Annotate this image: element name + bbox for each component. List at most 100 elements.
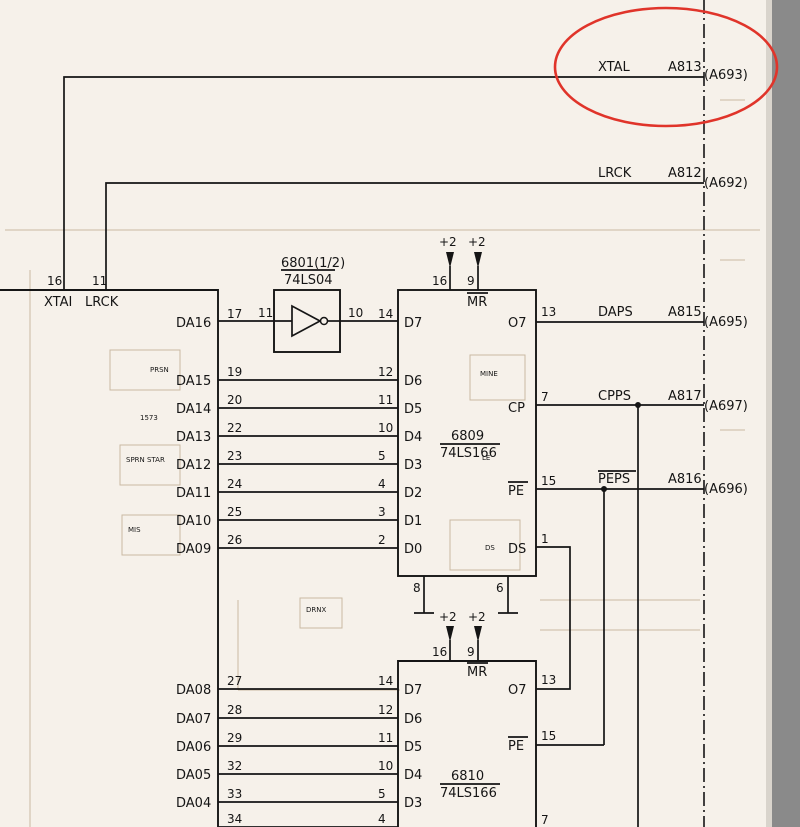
ic6810-input-label: D4 [404,768,422,783]
ic6809-power-9: +2 [468,235,486,249]
decoder-row-label: DA09 [176,542,211,557]
decoder-row-pin: 24 [227,477,242,491]
ic6809-input-label: D5 [404,402,422,417]
decoder-row-pin: 22 [227,421,242,435]
decoder-row-label: DA05 [176,768,211,783]
ic6809-pe: PE [508,484,524,499]
inverter-6801: 6801(1/2) 74LS04 11 10 [218,256,398,353]
ic6809-name: 6809 [451,429,484,444]
ic6810-input-pin: 11 [378,731,393,745]
ic6809-out-pin: 13 [541,305,556,319]
svg-text:DRNX: DRNX [306,606,326,614]
xtal-label: XTAL [598,60,631,75]
ic6809-input-pin: 4 [378,477,386,491]
svg-text:MIS: MIS [128,526,141,534]
lrck-net: LRCK A812 (A692) [105,166,748,290]
ic6809-input-pin: 12 [378,365,393,379]
ic6809-input-pin: 14 [378,307,393,321]
decoder-row-label: DA13 [176,430,211,445]
decoder-row-pin: 32 [227,759,242,773]
inverter-pin-out: 10 [348,306,363,320]
svg-text:MINE: MINE [480,370,498,378]
decoder-row-label: DA04 [176,796,211,811]
ic6809-ds-pin: 1 [541,532,549,546]
inverter-triangle [291,304,322,338]
a692-label: (A692) [704,176,748,191]
a816-label: A816 [668,472,702,487]
decoder-row-label: DA06 [176,740,211,755]
ic6809-input-label: D4 [404,430,422,445]
ic6810-input-pin: 5 [378,787,386,801]
decoder-row-pin: 19 [227,365,242,379]
page-edge-highlight [766,0,772,827]
ic6810-input-label: D7 [404,683,422,698]
decoder-row-label: DA14 [176,402,211,417]
ic6809-input-pin: 2 [378,533,386,547]
ic6809-input-label: D0 [404,542,422,557]
ic6809-input-pin: 10 [378,421,393,435]
page-edge-shadow [772,0,800,827]
xtal-pin-number: 16 [47,274,62,288]
ic6810-power-16: +2 [439,610,457,624]
ic6809-input-pin: 3 [378,505,386,519]
decoder-row-label: DA07 [176,712,211,727]
decoder-pin-rows: DA1617DA1519DA1420DA1322DA1223DA1124DA10… [176,307,242,826]
ic6810-input-pin: 4 [378,812,386,826]
ds-cascade-wire [536,546,571,690]
svg-text:1573: 1573 [140,414,158,422]
inverter-name: 6801(1/2) [281,256,345,271]
ic6809-pin9: 9 [467,274,475,288]
decoder-row-pin: 26 [227,533,242,547]
daps-label: DAPS [598,305,633,320]
inverter-part: 74LS04 [284,273,333,288]
ic6809-input-label: D2 [404,486,422,501]
ic6809-pin6: 6 [496,581,504,595]
ic6809-pin16: 16 [432,274,447,288]
highlight-circle [553,6,779,128]
inverter-pin-in: 11 [258,306,273,320]
ic6809-pe-pin: 15 [541,474,556,488]
decoder-row-pin: 20 [227,393,242,407]
a817-label: A817 [668,389,702,404]
ic6810-mr: MR [467,665,487,680]
ic6810-part: 74LS166 [440,786,497,801]
ic6809-cp-pin: 7 [541,390,549,404]
svg-text:SPRN STAR: SPRN STAR [126,456,165,464]
ic6809-input-label: D1 [404,514,422,529]
svg-text:DS: DS [485,544,495,552]
ic6809-ds: DS [508,542,526,557]
ic6810-input-label: D5 [404,740,422,755]
ic6810-pe-pin: 15 [541,729,556,743]
svg-text:PRSN: PRSN [150,366,169,374]
cpps-net: CPPS A817 (A697) [536,389,748,827]
ic6809-cp: CP [508,401,525,416]
ic6810-out-pin: 13 [541,673,556,687]
ic6809-input-label: D3 [404,458,422,473]
xtal-net: XTAL A813 (A693) [63,60,748,290]
ic6809-o7: O7 [508,316,527,331]
decoder-row-pin: 33 [227,787,242,801]
ic6810-pin9: 9 [467,645,475,659]
ic6809-input-pin: 11 [378,393,393,407]
ic6810-input-pin: 14 [378,674,393,688]
a815-label: A815 [668,305,702,320]
decoder-row-pin: 17 [227,307,242,321]
decoder-row-pin: 28 [227,703,242,717]
peps-label: PEPS [598,472,630,487]
ic6810-pin16: 16 [432,645,447,659]
ic6809-pin8: 8 [413,581,421,595]
ic6810-name: 6810 [451,769,484,784]
a693-label: (A693) [704,68,748,83]
ic6809-input-label: D7 [404,316,422,331]
bleed-through-traces: PRSN 1573 SPRN STAR MIS MINE LE DS DRNX [5,99,760,827]
decoder-row-pin: 23 [227,449,242,463]
decoder-row-pin: 27 [227,674,242,688]
lrck-label: LRCK [598,166,632,181]
ic6810-pe: PE [508,739,524,754]
a812-label: A812 [668,166,702,181]
ic6810-cp-pin: 7 [541,813,549,827]
